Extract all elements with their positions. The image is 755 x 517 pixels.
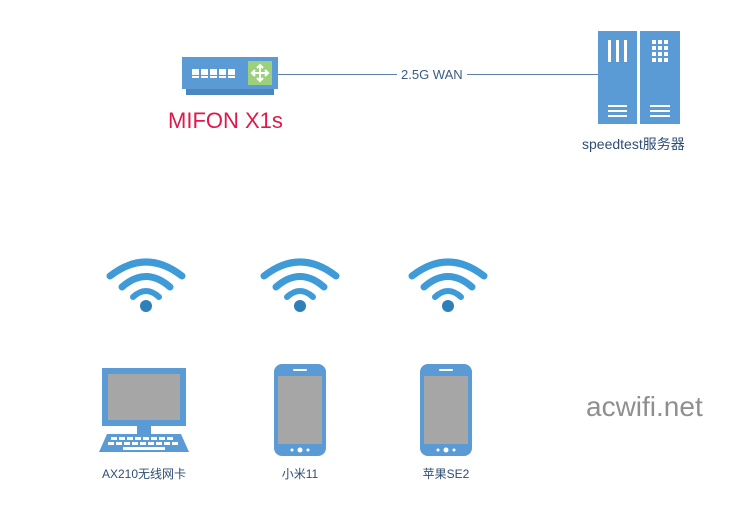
router-name: MIFON X1s (168, 108, 283, 133)
device-label-ax210: AX210无线网卡 (101, 467, 187, 481)
server-icon (598, 31, 680, 124)
wifi-signal-icon (106, 258, 186, 312)
wifi-signal-icon (260, 258, 340, 312)
device-label-se2: 苹果SE2 (422, 467, 470, 481)
smartphone-icon (274, 364, 326, 456)
router-icon (182, 57, 278, 95)
smartphone-icon (420, 364, 472, 456)
server-name: speedtest服务器 (582, 136, 685, 152)
watermark: acwifi.net (586, 391, 703, 422)
desktop-computer-icon (99, 368, 189, 452)
wan-link-label: 2.5G WAN (397, 67, 467, 83)
device-label-mi11: 小米11 (281, 467, 319, 481)
wifi-signal-icon (408, 258, 488, 312)
